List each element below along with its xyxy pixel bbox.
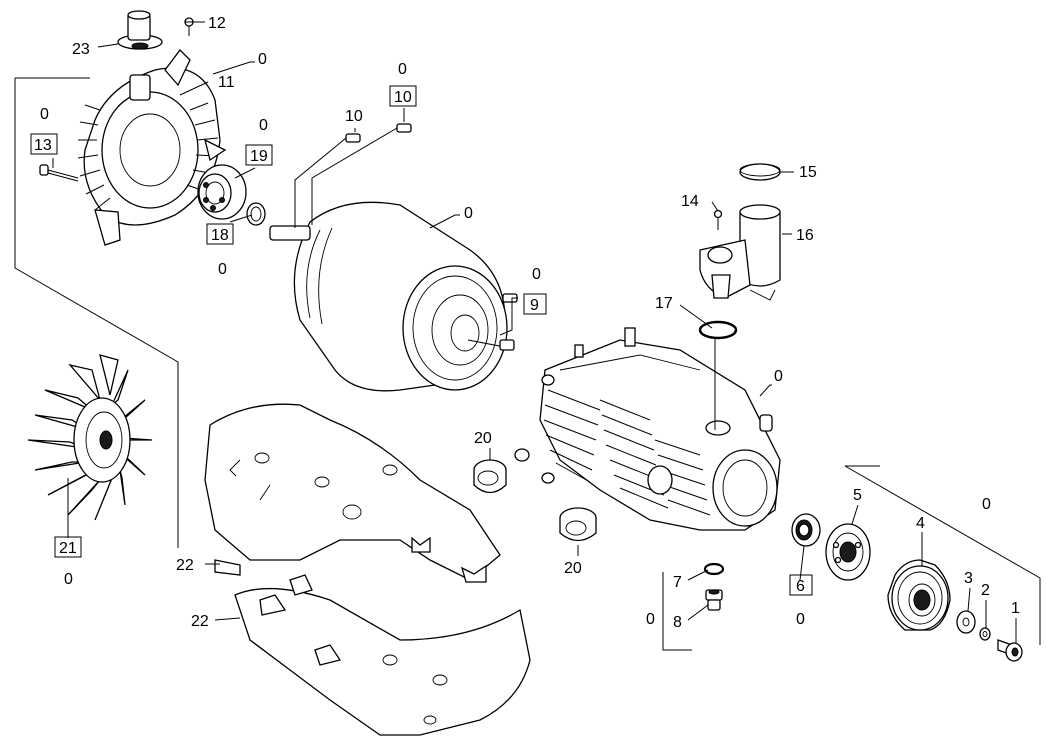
qty-19: 0 [259, 117, 268, 134]
label-6: 6 [796, 578, 805, 595]
part-20-insert-lower[interactable] [559, 507, 597, 542]
label-12: 12 [208, 15, 226, 32]
fan-cover-group-frame [14, 77, 179, 548]
part-6-seal[interactable] [791, 513, 821, 547]
label-5: 5 [853, 487, 862, 504]
label-15: 15 [799, 164, 817, 181]
part-3-washer[interactable] [956, 610, 976, 634]
part-7-o-ring[interactable] [703, 562, 725, 576]
part-20-insert-upper[interactable] [473, 459, 507, 494]
box-13 [30, 133, 58, 155]
box-6 [789, 574, 813, 596]
box-9 [523, 293, 547, 315]
part-23-connector[interactable] [117, 10, 163, 50]
part-15-cap[interactable] [739, 163, 781, 181]
qty-18: 0 [218, 261, 227, 278]
label-9: 9 [530, 297, 539, 314]
qty-7-8: 0 [646, 611, 655, 628]
label-14: 14 [681, 193, 699, 210]
label-2: 2 [981, 582, 990, 599]
label-19: 19 [250, 148, 268, 165]
qty-10: 0 [398, 61, 407, 78]
label-22-lower: 22 [191, 613, 209, 630]
part-21-fan[interactable] [27, 354, 153, 521]
label-4: 4 [916, 515, 925, 532]
part-19-bearing[interactable] [197, 164, 247, 220]
qty-6: 0 [796, 611, 805, 628]
part-22-shroud-lower[interactable] [234, 574, 531, 736]
part-16-inlet-housing[interactable] [699, 204, 781, 301]
part-5-bearing[interactable] [825, 523, 871, 581]
part-11-fan-housing[interactable] [77, 49, 227, 246]
label-13: 13 [34, 137, 52, 154]
qty-housing: 0 [774, 368, 783, 385]
label-7: 7 [673, 574, 682, 591]
label-3: 3 [964, 570, 973, 587]
qty-11: 0 [258, 51, 267, 68]
callout-labels: 23 12 11 0 0 13 0 19 18 0 10 0 10 0 0 9 … [30, 15, 1020, 631]
box-18 [206, 223, 234, 245]
part-17-o-ring[interactable] [698, 320, 738, 340]
label-17: 17 [655, 295, 673, 312]
label-16: 16 [796, 227, 814, 244]
leader-lines [52, 21, 1017, 643]
qty-bearing-group: 0 [982, 496, 991, 513]
box-19 [245, 144, 273, 166]
pump-housing[interactable] [514, 327, 781, 531]
part-18-ring[interactable] [246, 202, 266, 226]
qty-9: 0 [532, 266, 541, 283]
box-21 [54, 536, 82, 558]
rear-bearing-group-frame [662, 465, 1041, 651]
part-1-bolt[interactable] [997, 639, 1023, 662]
part-13-bolt[interactable] [39, 164, 79, 182]
label-10-left: 10 [345, 108, 363, 125]
part-8-drain-plug[interactable] [705, 589, 723, 611]
qty-21: 0 [64, 571, 73, 588]
label-8: 8 [673, 614, 682, 631]
part-12-screw[interactable] [184, 17, 194, 36]
box-10 [389, 85, 417, 107]
label-20-upper: 20 [474, 430, 492, 447]
label-11: 11 [218, 74, 235, 91]
part-4-end-cover[interactable] [887, 559, 951, 631]
label-18: 18 [211, 227, 229, 244]
motor-assembly[interactable] [269, 201, 518, 392]
label-23: 23 [72, 41, 90, 58]
label-1: 1 [1011, 600, 1020, 617]
qty-motor: 0 [464, 205, 473, 222]
part-2-lock-washer[interactable] [979, 627, 991, 641]
label-22-upper: 22 [176, 557, 194, 574]
label-10-right: 10 [394, 89, 412, 106]
label-21: 21 [59, 540, 77, 557]
label-20-lower: 20 [564, 560, 582, 577]
part-14-screw[interactable] [713, 209, 723, 231]
qty-13: 0 [40, 106, 49, 123]
part-22-shroud-upper[interactable] [204, 403, 501, 583]
